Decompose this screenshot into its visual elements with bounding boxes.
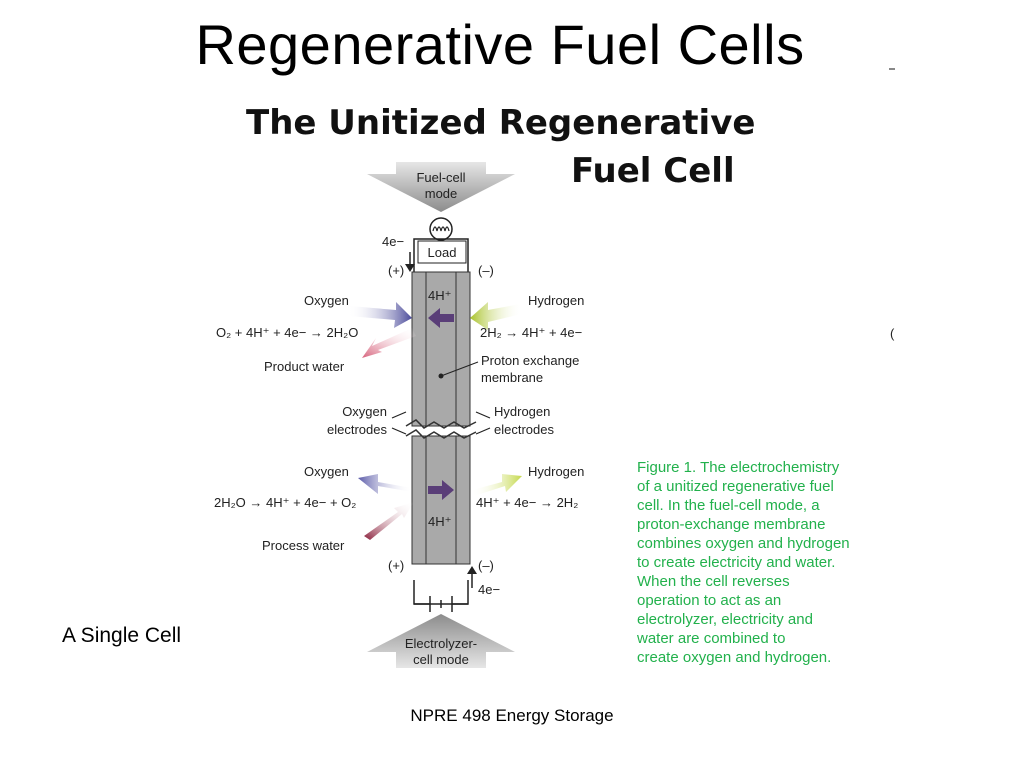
break-mark-bottom xyxy=(405,429,477,439)
upper-cell-stack xyxy=(411,271,471,427)
oxygen-electrodes-label-2: electrodes xyxy=(327,422,387,437)
slide-title: Regenerative Fuel Cells xyxy=(195,13,805,76)
hydrogen-in-arrow xyxy=(470,302,522,330)
stray-paren: ( xyxy=(890,326,895,341)
hydrogen-electrodes-label-2: electrodes xyxy=(494,422,554,437)
product-water-label: Product water xyxy=(264,359,345,374)
electron-arrow-bottom-icon xyxy=(467,566,477,574)
minus-top-label: (–) xyxy=(478,263,494,278)
equation-electrolyzer-right: 4H⁺ + 4e− → 2H₂ xyxy=(476,495,578,510)
equation-fuel-cell-left: O₂ + 4H⁺ + 4e− → 2H₂O xyxy=(216,325,358,340)
oxygen-in-arrow xyxy=(348,302,412,328)
electrolyzer-mode-label-2: cell mode xyxy=(413,652,469,667)
minus-bottom-label: (–) xyxy=(478,558,494,573)
process-water-label: Process water xyxy=(262,538,345,553)
proton-arrow-bottom-icon xyxy=(428,480,454,500)
proton-arrow-top-icon xyxy=(428,308,454,328)
electrons-top-label: 4e− xyxy=(382,234,404,249)
electrons-bottom-label: 4e− xyxy=(478,582,500,597)
fuel-cell-mode-label-2: mode xyxy=(425,186,458,201)
figure-heading-line2: Fuel Cell xyxy=(571,151,735,191)
fuel-cell-mode-arrow xyxy=(367,162,515,212)
plus-top-label: (+) xyxy=(388,263,404,278)
lower-cell-stack xyxy=(411,435,471,565)
process-water-arrow xyxy=(364,502,414,540)
oxygen-out-arrow xyxy=(358,474,412,494)
hydrogen-electrodes-label-1: Hydrogen xyxy=(494,404,550,419)
equation-fuel-cell-right: 2H₂ → 4H⁺ + 4e− xyxy=(480,325,582,340)
hydrogen-bottom-label: Hydrogen xyxy=(528,464,584,479)
pem-label-2: membrane xyxy=(481,370,543,385)
pem-label-1: Proton exchange xyxy=(481,353,579,368)
fuel-cell-mode-label-1: Fuel-cell xyxy=(416,170,465,185)
oxygen-top-label: Oxygen xyxy=(304,293,349,308)
proton-bottom-label: 4H⁺ xyxy=(428,514,451,529)
load-label: Load xyxy=(428,245,457,260)
product-water-arrow xyxy=(362,328,416,358)
stray-mark xyxy=(889,68,895,70)
plus-bottom-label: (+) xyxy=(388,558,404,573)
resistor-coil-icon xyxy=(432,226,450,232)
figure-caption: Figure 1. The electrochemistry of a unit… xyxy=(637,459,850,666)
slide-footer: NPRE 498 Energy Storage xyxy=(410,706,614,725)
electron-arrow-top-icon xyxy=(405,264,415,272)
membrane-pointer-dot xyxy=(438,373,444,379)
load-box xyxy=(417,240,467,264)
oxygen-electrodes-label-1: Oxygen xyxy=(342,404,387,419)
electrolyzer-mode-label-1: Electrolyzer- xyxy=(405,636,477,651)
hydrogen-top-label: Hydrogen xyxy=(528,293,584,308)
proton-top-label: 4H⁺ xyxy=(428,288,451,303)
break-mark-top xyxy=(405,419,477,429)
electrolyzer-mode-arrow xyxy=(367,614,515,668)
oxygen-bottom-label: Oxygen xyxy=(304,464,349,479)
figure-heading-line1: The Unitized Regenerative xyxy=(246,103,755,143)
power-source-icon xyxy=(414,596,468,612)
hydrogen-out-arrow xyxy=(472,474,522,496)
single-cell-caption: A Single Cell xyxy=(62,624,182,647)
top-circuit-wire xyxy=(413,238,469,274)
equation-electrolyzer-left: 2H₂O → 4H⁺ + 4e− + O₂ xyxy=(214,495,356,510)
